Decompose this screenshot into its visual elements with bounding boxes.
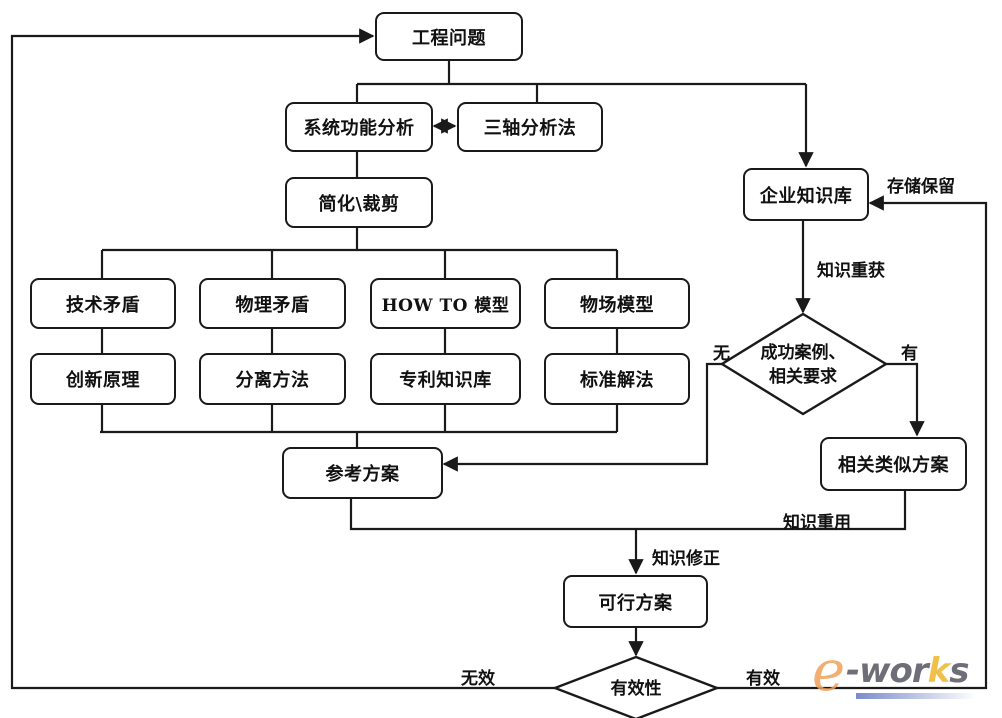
node-patent-knowledge-base: 专利知识库 bbox=[370, 353, 521, 405]
node-simplify-trim: 简化\裁剪 bbox=[285, 177, 433, 228]
node-physical-contradiction: 物理矛盾 bbox=[199, 278, 346, 329]
watermark-bar bbox=[856, 693, 976, 699]
edge-exists-similar bbox=[886, 362, 925, 437]
edge-none-reference bbox=[442, 362, 722, 472]
label-none: 无 bbox=[713, 344, 730, 364]
decision-success-cases-line2: 相关要求 bbox=[769, 367, 837, 387]
node-similar-solution: 相关类似方案 bbox=[820, 437, 967, 491]
edge-invalid-loop bbox=[10, 28, 555, 690]
node-reference-solution: 参考方案 bbox=[282, 447, 443, 499]
node-standard-solutions: 标准解法 bbox=[544, 353, 690, 405]
watermark-wor: -wor bbox=[846, 651, 929, 691]
decision-validity bbox=[551, 655, 721, 718]
edge-valid-loop bbox=[717, 195, 988, 690]
node-how-to-model: HOW TO 模型 bbox=[370, 278, 521, 329]
watermark-text: -works bbox=[846, 651, 970, 691]
edge-reference-merge bbox=[349, 490, 907, 531]
node-three-axis-analysis: 三轴分析法 bbox=[457, 102, 603, 152]
label-valid: 有效 bbox=[746, 669, 780, 689]
label-knowledge-correction: 知识修正 bbox=[652, 549, 720, 569]
node-enterprise-knowledge-base: 企业知识库 bbox=[743, 168, 869, 221]
watermark-k: k bbox=[927, 651, 951, 691]
decision-success-cases-text: 成功案例、 相关要求 bbox=[743, 341, 863, 389]
node-engineering-problem: 工程问题 bbox=[375, 12, 523, 61]
eworks-watermark-logo: e -works bbox=[812, 639, 987, 705]
label-store-retain: 存储保留 bbox=[887, 177, 955, 197]
decision-validity-text: 有效性 bbox=[610, 679, 662, 699]
watermark-s: s bbox=[949, 651, 969, 691]
label-exists: 有 bbox=[901, 344, 918, 364]
watermark-e: e bbox=[812, 639, 846, 704]
node-separation-methods: 分离方法 bbox=[199, 353, 346, 405]
label-knowledge-retrieval: 知识重获 bbox=[817, 261, 885, 281]
node-feasible-solution: 可行方案 bbox=[563, 575, 708, 628]
node-substance-field-model: 物场模型 bbox=[544, 278, 690, 329]
label-knowledge-reuse: 知识重用 bbox=[783, 513, 851, 533]
node-technical-contradiction: 技术矛盾 bbox=[30, 278, 176, 329]
decision-success-cases bbox=[719, 312, 889, 416]
decision-success-cases-line1: 成功案例、 bbox=[760, 343, 846, 363]
node-system-function-analysis: 系统功能分析 bbox=[285, 102, 433, 152]
label-invalid: 无效 bbox=[461, 669, 495, 689]
node-inventive-principles: 创新原理 bbox=[30, 353, 176, 405]
